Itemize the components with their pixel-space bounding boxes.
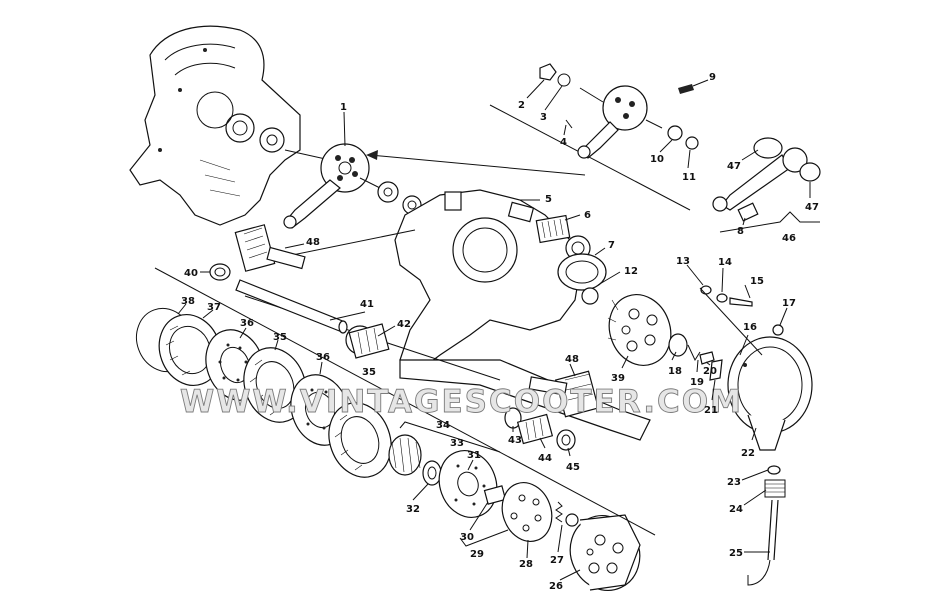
part-label-43: 43 [508, 435, 522, 446]
part-label-1: 1 [340, 102, 347, 113]
part-label-9: 9 [709, 72, 716, 83]
small-seals-43-44-45 [504, 407, 576, 451]
part-label-6: 6 [584, 210, 591, 221]
part-label-36-b: 36 [316, 352, 330, 363]
part-label-4: 4 [560, 137, 567, 148]
part-label-23: 23 [727, 477, 741, 488]
part-label-22: 22 [741, 448, 755, 459]
crankshaft-detail [539, 63, 699, 159]
small-parts-18-21 [668, 333, 723, 381]
part-label-45: 45 [566, 462, 580, 473]
kickstart-cover-16 [727, 324, 813, 451]
part-label-2: 2 [518, 100, 525, 111]
part-label-26: 26 [549, 581, 563, 592]
gear-shaft-48-left [234, 224, 306, 272]
part-label-3: 3 [540, 112, 547, 123]
part-label-18: 18 [668, 366, 682, 377]
part-label-37: 37 [207, 302, 221, 313]
part-label-42: 42 [397, 319, 411, 330]
gear-cluster-39 [607, 294, 672, 366]
part-label-30: 30 [460, 532, 474, 543]
clutch-housing-26 [569, 514, 641, 591]
part-label-12: 12 [624, 266, 638, 277]
part-label-48-b: 48 [565, 354, 579, 365]
part-label-48-a: 48 [306, 237, 320, 248]
clutch-cover-28 [501, 482, 553, 542]
part-label-16: 16 [743, 322, 757, 333]
part-label-8: 8 [737, 226, 744, 237]
roller-bearing-42 [348, 323, 390, 359]
part-label-39: 39 [611, 373, 625, 384]
part-label-7: 7 [608, 240, 615, 251]
part-label-27: 27 [550, 555, 564, 566]
pointer-line-crankshaft [369, 154, 586, 176]
part-label-14: 14 [718, 257, 732, 268]
part-label-35-a: 35 [273, 332, 287, 343]
part-label-32: 32 [406, 504, 420, 515]
part-label-35-b: 35 [362, 367, 376, 378]
bracket-33-34 [399, 421, 501, 453]
part-label-31: 31 [467, 450, 481, 461]
part-label-17: 17 [782, 298, 796, 309]
part-label-47-a: 47 [727, 161, 741, 172]
shaft-41 [235, 279, 348, 334]
part-label-13: 13 [676, 256, 690, 267]
crankcase-half-left [129, 25, 301, 226]
part-label-36-a: 36 [240, 318, 254, 329]
part-label-33: 33 [450, 438, 464, 449]
part-label-5: 5 [545, 194, 552, 205]
part-label-15: 15 [750, 276, 764, 287]
crankcase-center [244, 189, 651, 441]
part-label-24: 24 [729, 504, 743, 515]
bracket-29-30 [459, 529, 509, 547]
part-label-21: 21 [704, 405, 718, 416]
connecting-rod-detail [712, 137, 821, 233]
part-label-29: 29 [470, 549, 484, 560]
watermark-text: WWW.VINTAGESCOOTER.COM [180, 384, 743, 420]
part-label-44: 44 [538, 453, 552, 464]
detail-divider-line [489, 104, 691, 211]
gear-shaft-48-lower [528, 370, 600, 418]
part-labels: 1 2 3 4 5 6 7 8 9 10 11 12 13 14 15 16 1… [177, 72, 819, 592]
part-label-25: 25 [729, 548, 743, 559]
clutch-disc-31 [438, 450, 498, 518]
springs-27 [555, 501, 579, 527]
part-label-28: 28 [519, 559, 533, 570]
part-label-47-b: 47 [805, 202, 819, 213]
part-label-34: 34 [436, 420, 450, 431]
bolts-13-15 [699, 285, 763, 356]
part-label-20: 20 [703, 366, 717, 377]
part-label-38: 38 [181, 296, 195, 307]
part-label-11: 11 [682, 172, 696, 183]
assembly-guide-line [154, 267, 656, 536]
part-label-40: 40 [184, 268, 198, 279]
washer-40 [209, 263, 231, 281]
kickstart-shaft-23-25 [747, 465, 786, 586]
bush-30 [483, 485, 507, 505]
part-label-46: 46 [782, 233, 796, 244]
washer-32 [422, 460, 442, 486]
clutch-gear-33 [388, 434, 422, 476]
part-label-19: 19 [690, 377, 704, 388]
part-label-10: 10 [650, 154, 664, 165]
small-parts-center [444, 191, 607, 305]
part-label-41: 41 [360, 299, 374, 310]
crankshaft-assembly [283, 143, 422, 229]
pointer-arrow [366, 150, 378, 160]
clutch-plate-35-b [328, 402, 392, 478]
